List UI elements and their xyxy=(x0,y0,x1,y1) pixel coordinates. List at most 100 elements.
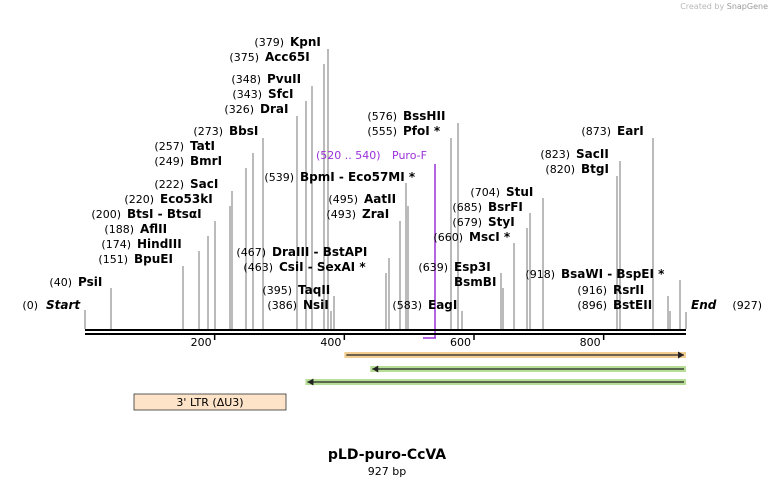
enzyme-label: (174)HindIII xyxy=(101,237,181,251)
enzyme-position: (326) xyxy=(224,103,254,116)
enzyme-position: (343) xyxy=(232,88,262,101)
enzyme-position: (873) xyxy=(581,125,611,138)
ltr-feature: 3' LTR (ΔU3) xyxy=(133,393,287,411)
enzyme-labels: (40) PsiI (151) BpuEI(174)HindIII(188)AflII… xyxy=(22,35,762,312)
ltr-feature-label: 3' LTR (ΔU3) xyxy=(176,396,243,409)
enzyme-position: (896) xyxy=(577,299,607,312)
end-position: (927) xyxy=(732,299,762,312)
enzyme-name: BtgI xyxy=(581,162,609,176)
start-label: (0)Start xyxy=(22,298,81,312)
enzyme-name: Esp3I xyxy=(454,260,491,274)
enzyme-label: (639) Esp3I xyxy=(418,260,490,274)
enzyme-name: BssHII xyxy=(403,109,445,123)
enzyme-label: (660)MscI * xyxy=(433,230,510,244)
enzyme-position: (222) xyxy=(154,178,184,191)
enzyme-label: (222) SacI xyxy=(154,177,218,191)
enzyme-name: PvuII xyxy=(267,72,301,86)
enzyme-label: (704)StuI xyxy=(470,185,533,199)
ruler-tick-label: 400 xyxy=(320,336,341,349)
ruler-tick-label: 600 xyxy=(450,336,471,349)
enzyme-name: CsiI - SexAI * xyxy=(279,260,366,274)
enzyme-label: (379) KpnI xyxy=(254,35,321,49)
enzyme-position: (820) xyxy=(545,163,575,176)
enzyme-position: (916) xyxy=(577,284,607,297)
enzyme-label: BsmBI xyxy=(454,275,496,289)
enzyme-label: (348) PvuII xyxy=(231,72,301,86)
enzyme-name: TaqII xyxy=(298,283,330,297)
enzyme-name: EagI xyxy=(428,298,457,312)
enzyme-name: BstEII xyxy=(613,298,652,312)
enzyme-position: (493) xyxy=(326,208,356,221)
enzyme-label: (679) StyI xyxy=(452,215,514,229)
enzyme-position: (348) xyxy=(231,73,261,86)
end-name: End xyxy=(691,298,717,312)
start-name: Start xyxy=(46,298,81,312)
enzyme-position: (379) xyxy=(254,36,284,49)
enzyme-position: (467) xyxy=(236,246,266,259)
cut-site-lines xyxy=(84,49,687,339)
enzyme-label: (896) BstEII xyxy=(577,298,652,312)
enzyme-name: KpnI xyxy=(290,35,321,49)
enzyme-position: (40) xyxy=(49,276,72,289)
enzyme-label: (386)NsiI xyxy=(267,298,328,312)
ltr-feature-box xyxy=(133,393,287,411)
enzyme-label: (916) RsrII xyxy=(577,283,644,297)
enzyme-name: Eco53kI xyxy=(160,192,213,206)
enzyme-name: SacI xyxy=(190,177,218,191)
enzyme-name: AflII xyxy=(140,222,167,236)
enzyme-name: DraIII - BstAPI xyxy=(272,245,367,259)
enzyme-position: (918) xyxy=(525,268,555,281)
enzyme-position: (375) xyxy=(229,51,259,64)
feature-arrow-head xyxy=(372,365,379,373)
enzyme-label: (918) BsaWI - BspEI * xyxy=(525,267,665,281)
enzyme-label: (555)PfoI * xyxy=(367,124,440,138)
enzyme-name: StyI xyxy=(488,215,515,229)
enzyme-label: (820) BtgI xyxy=(545,162,609,176)
enzyme-position: (679) xyxy=(452,216,482,229)
enzyme-label: (326)DraI xyxy=(224,102,288,116)
enzyme-label: (151) BpuEI xyxy=(98,252,173,266)
enzyme-name: BpuEI xyxy=(134,252,173,266)
end-label: End (927) xyxy=(691,298,762,312)
enzyme-label: (40) PsiI xyxy=(49,275,102,289)
primer-label: (520 .. 540)Puro-F xyxy=(316,149,427,162)
enzyme-name: BsrFI xyxy=(488,200,523,214)
enzyme-position: (151) xyxy=(98,253,128,266)
enzyme-name: AatII xyxy=(364,192,396,206)
enzyme-name: RsrII xyxy=(613,283,644,297)
enzyme-position: (539) xyxy=(264,171,294,184)
enzyme-label: (685)BsrFI xyxy=(452,200,522,214)
enzyme-label: (273)BbsI xyxy=(193,124,258,138)
ruler-tick-label: 800 xyxy=(580,336,601,349)
enzyme-label: (200)BtsI - BtsαI xyxy=(91,207,201,221)
enzyme-label: (188)AflII xyxy=(104,222,167,236)
enzyme-position: (463) xyxy=(243,261,273,274)
feature-arrows: 3' LTR (ΔU3) xyxy=(133,351,686,411)
enzyme-position: (660) xyxy=(433,231,463,244)
enzyme-label: (539)BpmI - Eco57MI * xyxy=(264,170,415,184)
enzyme-position: (220) xyxy=(124,193,154,206)
enzyme-label: (583) EagI xyxy=(392,298,457,312)
feature-arrow-head xyxy=(678,351,684,359)
enzyme-name: BsmBI xyxy=(454,275,496,289)
map-subtitle: 927 bp xyxy=(367,465,407,478)
enzyme-position: (583) xyxy=(392,299,422,312)
enzyme-label: (467) DraIII - BstAPI xyxy=(236,245,367,259)
enzyme-name: PfoI * xyxy=(403,124,441,138)
ruler-tick-label: 200 xyxy=(191,336,212,349)
enzyme-label: (375)Acc65I xyxy=(229,50,309,64)
enzyme-name: BsaWI - BspEI * xyxy=(561,267,665,281)
enzyme-name: ZraI xyxy=(362,207,389,221)
enzyme-name: BbsI xyxy=(229,124,258,138)
enzyme-label: (493) ZraI xyxy=(326,207,389,221)
enzyme-name: NsiI xyxy=(303,298,329,312)
enzyme-name: SacII xyxy=(576,147,609,161)
enzyme-position: (639) xyxy=(418,261,448,274)
enzyme-position: (200) xyxy=(91,208,121,221)
enzyme-name: PsiI xyxy=(78,275,102,289)
enzyme-name: SfcI xyxy=(268,87,293,101)
enzyme-label: (395)TaqII xyxy=(262,283,330,297)
enzyme-label: (343) SfcI xyxy=(232,87,293,101)
enzyme-position: (174) xyxy=(101,238,131,251)
